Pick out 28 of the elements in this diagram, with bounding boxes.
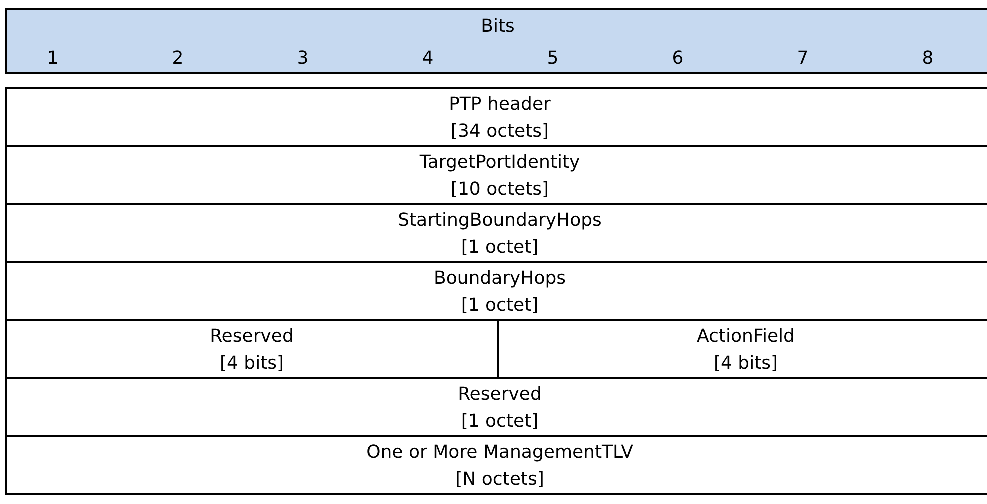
header-title: Bits [480, 16, 516, 38]
field-name: TargetPortIdentity [418, 152, 582, 174]
field-name: PTP header [448, 94, 552, 116]
bit-number: 8 [922, 48, 934, 70]
bit-number: 7 [797, 48, 809, 70]
field-size: [10 octets] [450, 179, 550, 201]
field-size: [1 octet] [460, 411, 540, 433]
field-name: Reserved [209, 326, 295, 348]
field-size: [4 bits] [218, 353, 286, 375]
field-name: One or More ManagementTLV [366, 442, 634, 464]
field-name: StartingBoundaryHops [397, 210, 603, 232]
field-size: [1 octet] [460, 237, 540, 259]
header-band [5, 8, 987, 74]
field-name: BoundaryHops [432, 268, 568, 290]
field-cell [5, 435, 987, 495]
field-size: [4 bits] [712, 353, 780, 375]
bit-number: 4 [422, 48, 434, 70]
bit-number: 5 [547, 48, 559, 70]
bit-number: 3 [297, 48, 309, 70]
bit-number: 6 [672, 48, 684, 70]
bit-number: 2 [172, 48, 184, 70]
field-name: Reserved [457, 384, 543, 406]
field-cell [5, 87, 987, 147]
field-size: [34 octets] [450, 121, 550, 143]
field-size: [1 octet] [460, 295, 540, 317]
bit-number: 1 [47, 48, 59, 70]
field-name: ActionField [696, 326, 796, 348]
field-size: [N octets] [454, 469, 546, 491]
